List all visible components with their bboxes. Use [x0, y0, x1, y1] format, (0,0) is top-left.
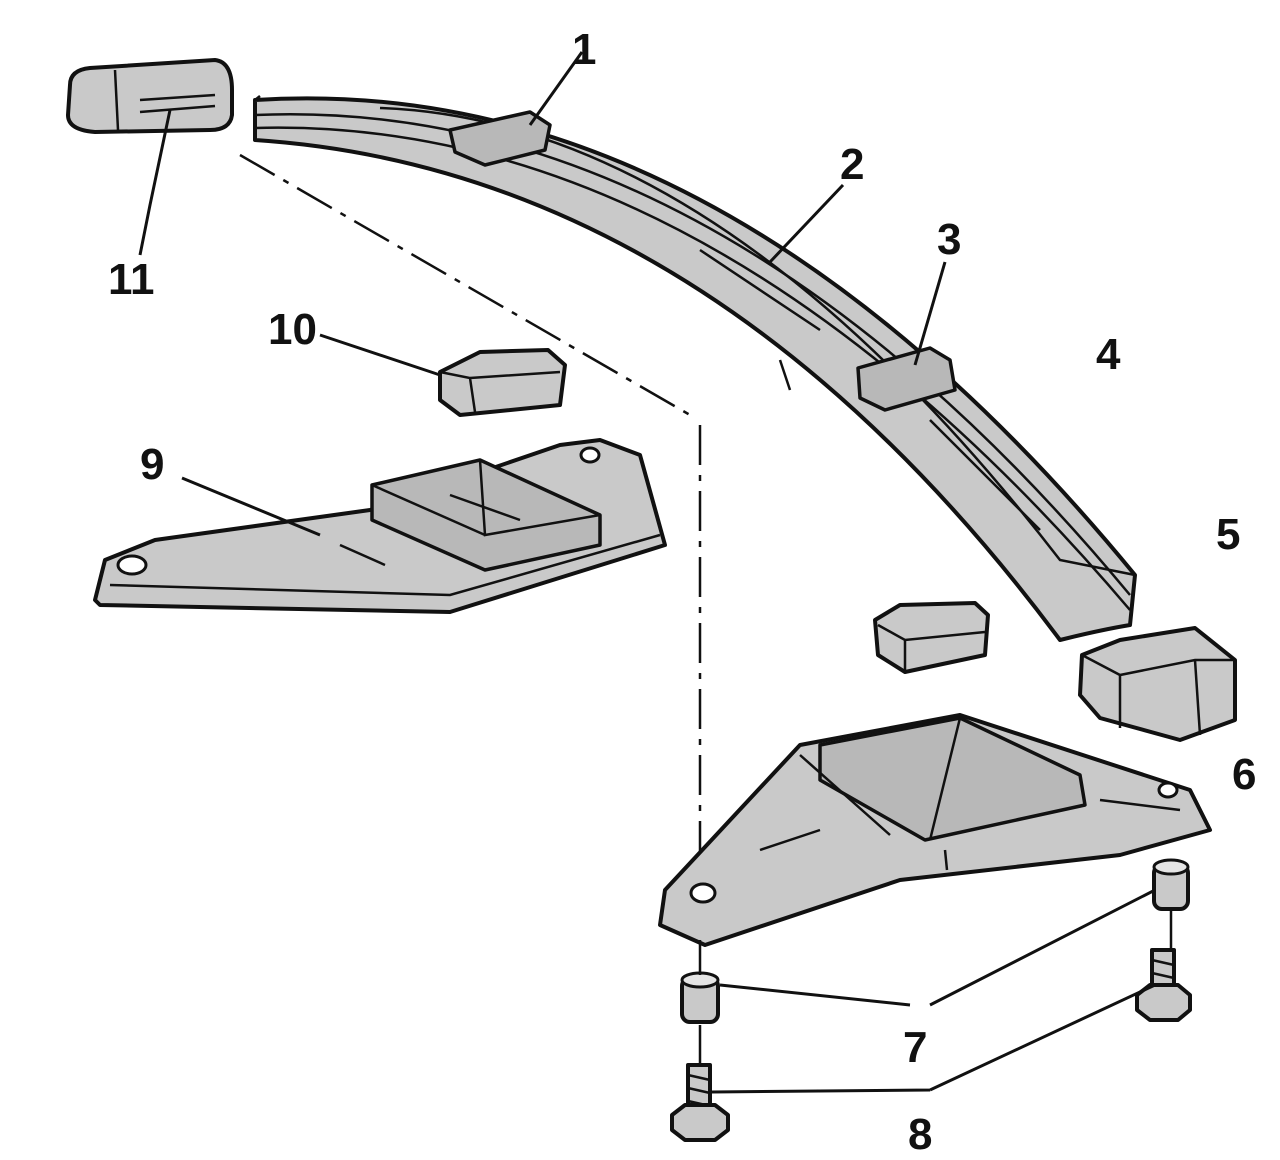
bolt-8-right: [1135, 948, 1192, 1022]
bolt-8-left: [670, 1063, 730, 1142]
spring-clip-1: [448, 110, 552, 167]
rubber-pad-10: [438, 348, 567, 417]
callout-5: 5: [1216, 510, 1241, 559]
spring-clip-3: [856, 346, 957, 412]
spring-plate-9: [93, 438, 667, 614]
callout-6: 6: [1232, 750, 1257, 799]
callout-7: 7: [903, 1023, 928, 1072]
rubber-pad: [873, 601, 990, 674]
callout-8: 8: [908, 1110, 933, 1159]
callout-11: 11: [108, 255, 155, 304]
bushing-7-right: [1152, 858, 1190, 911]
bolt-axis-lines: [698, 910, 1173, 1065]
rubber-pad-11: [66, 58, 234, 134]
callout-9: 9: [140, 440, 165, 489]
callout-10: 10: [268, 305, 317, 354]
leaf-spring: [253, 95, 1137, 642]
callout-1: 1: [572, 25, 597, 74]
alignment-line: [239, 153, 702, 890]
callout-3: 3: [937, 215, 962, 264]
callout-4: 4: [1096, 330, 1121, 379]
rubber-block-5: [1078, 626, 1237, 742]
callout-2: 2: [840, 140, 865, 189]
spring-plate-6: [658, 713, 1212, 947]
leader-lines: [138, 51, 1156, 1094]
bushing-7-left: [680, 971, 720, 1024]
